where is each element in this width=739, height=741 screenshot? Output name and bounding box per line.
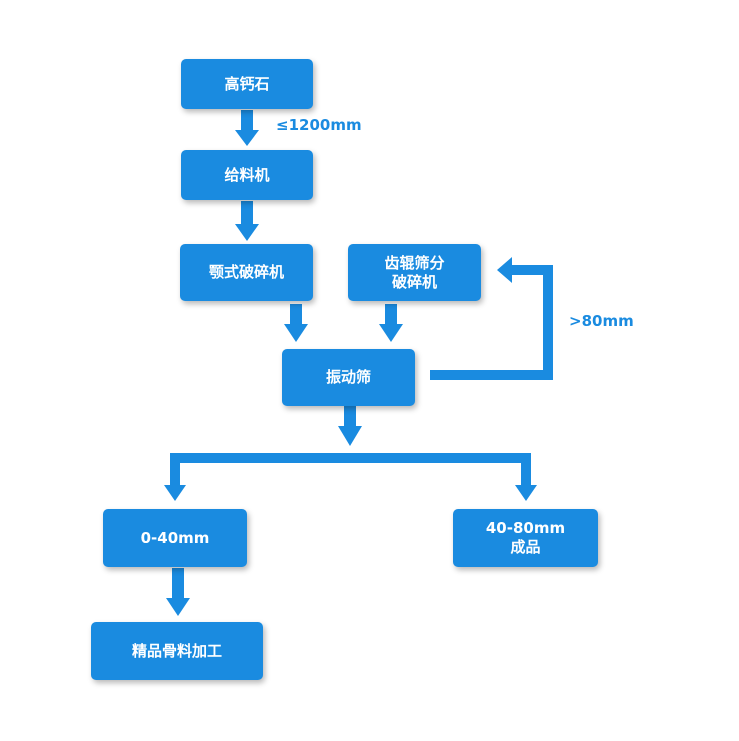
feed-size-label: ≤1200mm bbox=[276, 116, 362, 134]
arrow-to-fine-fraction bbox=[164, 453, 186, 501]
arrow-screen-down bbox=[338, 406, 362, 446]
node-coarse-fraction-line2: 成品 bbox=[510, 538, 541, 556]
node-limestone-label: 高钙石 bbox=[224, 74, 270, 93]
arrow-feeder-to-jaw-crusher bbox=[235, 201, 259, 241]
node-aggregate-processing: 精品骨料加工 bbox=[91, 622, 263, 680]
split-line bbox=[170, 453, 531, 463]
node-roller-crusher-line2: 破碎机 bbox=[391, 272, 437, 291]
node-jaw-crusher: 颚式破碎机 bbox=[180, 244, 313, 301]
node-vibrating-screen: 振动筛 bbox=[282, 349, 415, 406]
node-aggregate-processing-label: 精品骨料加工 bbox=[131, 641, 222, 660]
oversize-label: >80mm bbox=[569, 312, 634, 330]
node-coarse-fraction: 40-80mm 成品 bbox=[453, 509, 598, 567]
node-roller-crusher: 齿辊筛分 破碎机 bbox=[348, 244, 481, 301]
arrow-jaw-crusher-to-screen bbox=[284, 304, 308, 342]
node-coarse-fraction-line1: 40-80mm bbox=[485, 519, 566, 537]
arrow-limestone-to-feeder bbox=[235, 110, 259, 146]
node-fine-fraction-label: 0-40mm bbox=[140, 528, 210, 547]
node-feeder-label: 给料机 bbox=[224, 165, 270, 184]
arrow-roller-crusher-to-screen bbox=[379, 304, 403, 342]
arrow-to-coarse-fraction bbox=[515, 453, 537, 501]
node-vibrating-screen-label: 振动筛 bbox=[325, 368, 371, 386]
node-limestone: 高钙石 bbox=[181, 59, 313, 109]
node-fine-fraction: 0-40mm bbox=[103, 509, 247, 567]
node-roller-crusher-line1: 齿辊筛分 bbox=[384, 253, 445, 272]
node-jaw-crusher-label: 颚式破碎机 bbox=[208, 263, 284, 281]
arrow-fine-to-processing bbox=[166, 568, 190, 616]
arrow-oversize-return bbox=[430, 257, 553, 380]
node-feeder: 给料机 bbox=[181, 150, 313, 200]
